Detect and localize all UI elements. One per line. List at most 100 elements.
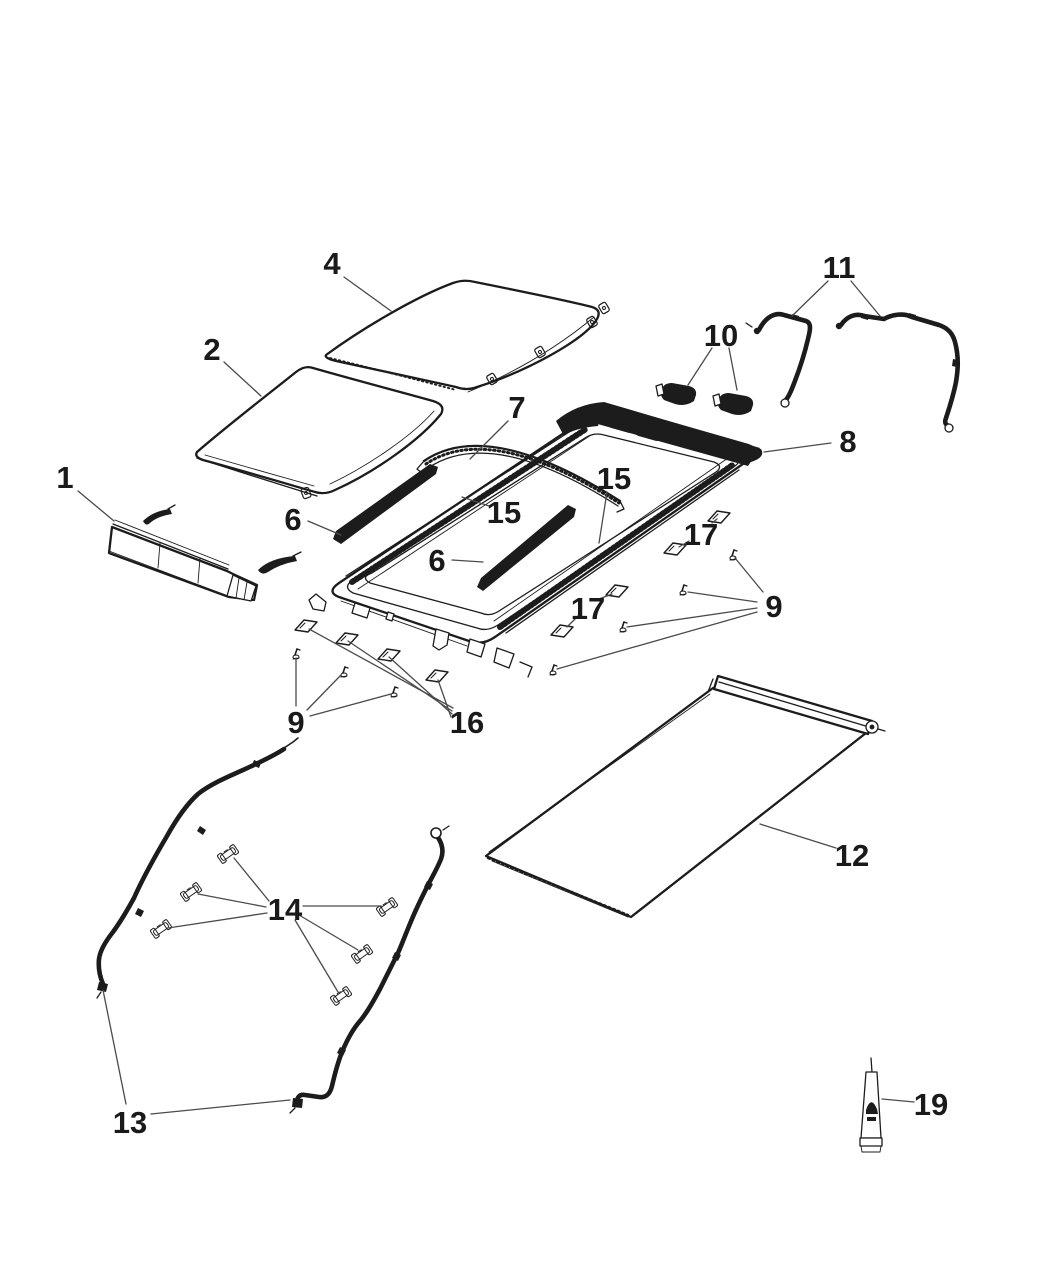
callout-label-15: 15 [487,495,521,530]
wind-deflector-body [107,525,259,602]
callout-label-16: 16 [450,705,484,740]
callout-label-1: 1 [56,460,73,495]
leader-line-16 [437,679,452,718]
frame-rear-right-corner [733,443,763,462]
clip-icon [149,918,173,940]
leader-line-9 [626,607,758,628]
pad-icon [550,624,574,638]
wind-deflector-right-arm [258,556,297,574]
leader-line-16 [388,656,453,715]
callout-label-6: 6 [284,502,301,537]
wind-deflector-left-arm [143,509,172,525]
callout-label-15: 15 [597,461,631,496]
callout-label-11: 11 [823,250,856,285]
screw-icon [619,621,628,633]
leader-line-11 [791,280,829,317]
pad-icon [294,619,318,633]
leader-line-9 [309,693,392,717]
wind-deflector-top-rail [112,523,229,570]
screw-icon [679,584,688,596]
frame-rear-crossmember [594,402,760,466]
pad-icon [335,632,359,646]
hose-end-connector [97,982,108,992]
glass-2-outline [195,365,444,495]
callout-label-13: 13 [113,1105,147,1140]
glass-2-inner-line [204,410,435,487]
wind-deflector-top-rail-edge [114,519,230,566]
motor-left [660,383,697,405]
leader-line-17 [678,540,690,548]
hose-end-connector [292,1098,303,1108]
callout-label-17: 17 [684,517,718,552]
drain-tube-right [841,315,958,426]
leader-line-14 [167,912,268,929]
leader-line-14 [197,893,267,908]
sunroof-glass-panel [195,365,444,497]
leader-line-6 [451,559,484,563]
leader-line-13 [102,989,127,1105]
guide-blade-left [333,464,438,544]
screw-icon [292,648,301,660]
glass-2-seal-line [196,457,318,497]
leader-line-17 [566,615,579,628]
callout-label-12: 12 [835,838,869,873]
frame-front-bracket [432,628,450,651]
glass-4-front-seal [329,357,457,391]
motor-right [717,393,754,415]
clip-icon [329,985,353,1007]
leader-line-16 [347,640,453,712]
leader-line-1 [77,490,115,522]
frame-right-rail [497,461,737,630]
glass-4-rear-edge-line [467,316,595,393]
callout-label-9: 9 [287,705,304,740]
leader-line-9 [687,591,758,603]
leader-line-4 [343,276,392,312]
drain-hoses [96,737,450,1114]
tube-label-blob [866,1102,878,1114]
sunshade-panel [484,686,868,919]
callout-label-2: 2 [203,332,220,367]
hose-top-eyelet [430,827,442,839]
wind-deflector-foot [226,574,257,602]
sunroof-frame [308,402,763,678]
frame-opening-ring [364,433,721,616]
sunshade [484,674,886,919]
glass-4-outline [324,279,600,391]
callout-label-4: 4 [323,246,341,281]
callout-label-7: 7 [508,390,525,425]
frame-rear-left-corner [556,402,604,436]
wind-deflector-bow [416,444,625,513]
frame-front-corner-bracket [493,647,515,669]
leader-line-14 [298,914,359,951]
clip-icon [179,881,203,903]
wind-deflector [107,504,302,602]
pad-icon [425,669,449,683]
leader-line-12 [759,823,837,849]
sunshade-roller [712,674,874,736]
callout-label-8: 8 [839,424,856,459]
rear-drain-tubes [745,313,958,433]
callout-label-17: 17 [571,591,605,626]
sunroof-motors [655,383,754,415]
leader-line-17 [711,518,718,524]
pad-icon [377,648,401,662]
callout-label-14: 14 [268,892,303,927]
leader-line-2 [223,361,262,397]
drain-hose-right [297,836,442,1102]
leader-line-10 [687,347,713,386]
callout-label-9: 9 [765,589,782,624]
leader-line-7 [469,420,509,460]
leader-line-15 [461,496,490,507]
leader-line-6 [307,520,342,536]
callout-label-19: 19 [914,1087,948,1122]
clip-icon [375,896,399,918]
sunshade-guide-blades [333,464,576,591]
leader-line-14 [294,919,339,993]
frame-left-rail [349,426,589,585]
callout-label-10: 10 [704,318,738,353]
hose-clip-marks [135,760,433,1056]
frame-corner-bracket [308,593,327,612]
